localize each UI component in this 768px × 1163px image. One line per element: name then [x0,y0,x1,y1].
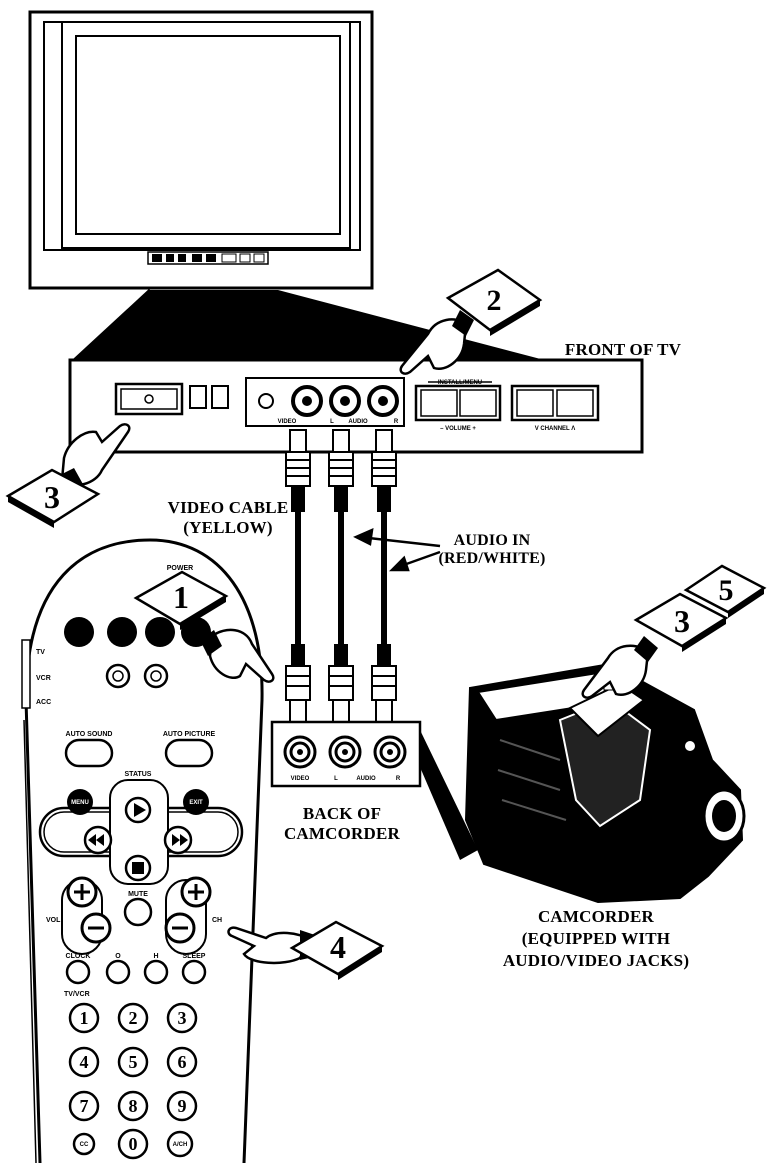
video-cable-line2: (YELLOW) [183,518,273,537]
channel-label: V CHANNEL Λ [535,426,576,432]
hand-pointer-2 [399,310,474,375]
remote-digit-0: 0 [129,1134,138,1154]
camcorder-callout-wedge [404,730,478,860]
step-card-1 [133,570,229,630]
remote-cc-label: CC [80,1142,89,1148]
camcorder [464,662,746,904]
remote-menu-label: MENU [71,800,89,806]
step-number-3b: 3 [674,603,690,639]
remote-clock-label: CLOCK [66,953,91,960]
remote-h-label: H [153,953,158,960]
hand-pointer-3b [581,636,658,699]
front-of-tv-text: FRONT OF TV [564,340,682,359]
remote-digit-1: 1 [80,1008,89,1028]
hand-pointer-1 [200,628,275,683]
audio-in-arrows [353,527,441,572]
remote-ch-label: CH [212,917,222,924]
remote-control [21,538,264,1163]
remote-tv-vcr-label: TV/VCR [64,991,90,998]
remote-status-label: STATUS [125,771,152,778]
remote-digit-4: 4 [80,1052,89,1072]
back-of-camcorder-label: BACK OF CAMCORDER [272,804,412,844]
remote-digit-6: 6 [178,1052,187,1072]
remote-mode-tv: TV [36,649,45,656]
remote-o-label: O [115,953,121,960]
remote-digit-3: 3 [178,1008,187,1028]
video-cable-line1: VIDEO CABLE [167,498,289,517]
cam-jack-audio-label: AUDIO [356,776,376,782]
step-card-5 [683,564,767,618]
remote-digit-9: 9 [178,1096,187,1116]
step-card-3a [5,468,101,528]
remote-digit-8: 8 [129,1096,138,1116]
remote-auto-sound-label: AUTO SOUND [66,731,113,738]
tv-jack-r-label: R [394,419,399,425]
video-cable-label: VIDEO CABLE (YELLOW) [158,498,298,538]
remote-auto-picture-label: AUTO PICTURE [163,731,216,738]
front-of-tv-label: FRONT OF TV [548,340,698,360]
remote-mute-label: MUTE [128,891,148,898]
remote-mode-vcr: VCR [36,675,51,682]
camcorder-back-panel [270,720,422,788]
audio-in-line2: (RED/WHITE) [438,550,546,567]
install-menu-label: INSTALL/MENU [438,380,482,386]
av-cables [285,429,397,723]
volume-label: – VOLUME + [440,426,476,432]
step-card-4 [289,920,385,980]
remote-mode-acc: ACC [36,699,51,706]
cam-jack-video-label: VIDEO [291,776,310,782]
step-card-2 [445,268,543,336]
back-of-camcorder-line2: CAMCORDER [283,824,401,843]
audio-in-label: AUDIO IN (RED/WHITE) [432,532,552,568]
tv-front-controls [147,251,269,265]
step-number-5: 5 [719,574,734,607]
camcorder-line1: CAMCORDER [537,907,655,926]
step-number-3a: 3 [44,479,60,515]
tv-front-panel [68,358,644,454]
step-card-3b [633,592,729,652]
camcorder-line2: (EQUIPPED WITH [521,929,671,948]
cam-jack-l-label: L [334,776,338,782]
remote-ach-label: A/CH [173,1142,188,1148]
camcorder-label: CAMCORDER (EQUIPPED WITH AUDIO/VIDEO JAC… [496,906,696,972]
step-number-2: 2 [487,284,502,317]
step-number-1: 1 [173,579,189,615]
tv-jack-l-label: L [330,419,334,425]
television [28,10,374,290]
remote-power-label: POWER [167,565,193,572]
remote-digit-5: 5 [129,1052,138,1072]
tv-jack-audio-label: AUDIO [348,419,368,425]
remote-digit-2: 2 [129,1008,138,1028]
remote-sleep-label: SLEEP [183,953,206,960]
tv-jack-video-label: VIDEO [278,419,297,425]
step-number-4: 4 [330,929,346,965]
camcorder-line3: AUDIO/VIDEO JACKS) [502,951,690,970]
back-of-camcorder-line1: BACK OF [302,804,382,823]
cam-jack-r-label: R [396,776,401,782]
remote-digit-7: 7 [80,1096,89,1116]
remote-vol-label: VOL [46,917,61,924]
audio-in-line1: AUDIO IN [453,532,531,549]
remote-exit-label: EXIT [189,800,203,806]
